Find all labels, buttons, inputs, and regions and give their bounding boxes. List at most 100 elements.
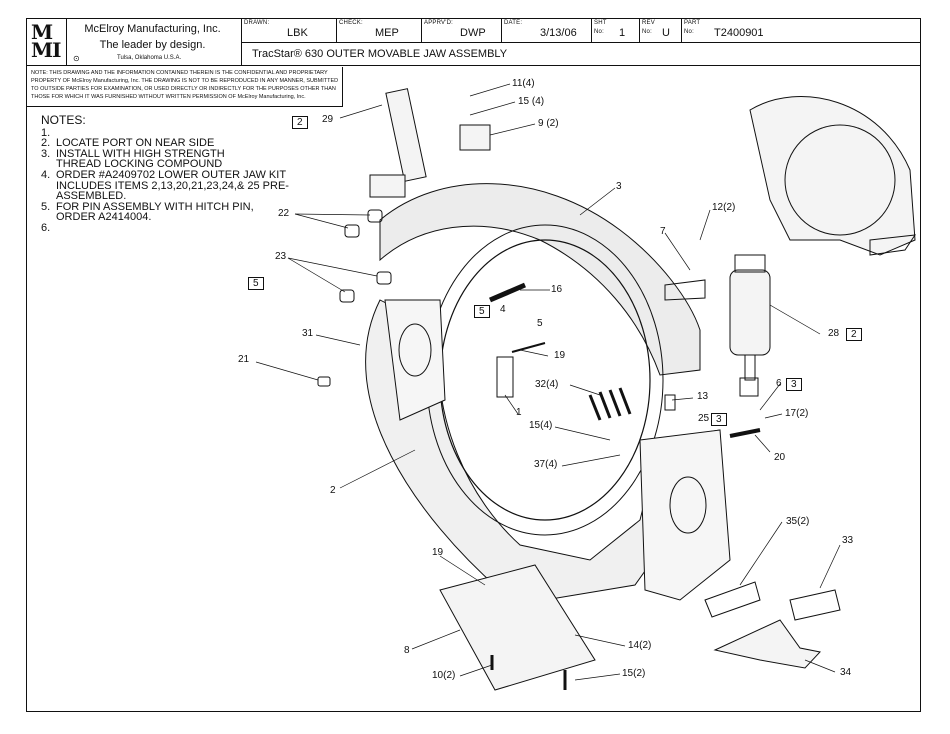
description-cell: TracStar® 630 OUTER MOVABLE JAW ASSEMBLY xyxy=(242,43,920,66)
callout-19b: 19 xyxy=(432,547,444,558)
date-label: DATE: xyxy=(504,20,523,26)
callout-20: 20 xyxy=(774,452,786,463)
pad-33 xyxy=(789,589,841,621)
note-number: 5. xyxy=(41,200,51,213)
callout-15c: 15(2) xyxy=(622,668,646,679)
check-label: CHECK: xyxy=(339,20,363,26)
rev-value: U xyxy=(662,27,670,39)
callout-7: 7 xyxy=(660,226,666,237)
note-item: 6. xyxy=(41,223,301,234)
part-no-label: No: xyxy=(684,29,694,35)
callout-22: 22 xyxy=(278,208,290,219)
callout-3: 3 xyxy=(616,181,622,192)
note-number: 2. xyxy=(41,137,51,150)
rev-cell: REV No: U xyxy=(640,19,682,43)
note-item: 4. ORDER #A2409702 LOWER OUTER JAW KIT IN… xyxy=(41,170,301,202)
callout-12: 12(2) xyxy=(712,202,736,213)
callout-14: 14(2) xyxy=(628,640,652,651)
callout-28: 28 xyxy=(828,328,840,339)
leader-lines xyxy=(255,83,841,681)
note-number: 4. xyxy=(41,168,51,181)
part-cell: PART No: T2400901 xyxy=(682,19,920,43)
callout-29: 29 xyxy=(322,114,334,125)
part-value: T2400901 xyxy=(714,27,764,39)
flag-5a: 5 xyxy=(248,277,264,290)
callout-15a: 15 (4) xyxy=(518,96,545,107)
registration-icon: ⊙ xyxy=(73,54,80,63)
callout-21: 21 xyxy=(238,354,250,365)
callout-4: 4 xyxy=(500,304,506,315)
callout-35: 35(2) xyxy=(786,516,810,527)
date-value: 3/13/06 xyxy=(540,27,577,39)
note-item: 3. INSTALL WITH HIGH STRENGTH THREAD LOCK… xyxy=(41,147,301,171)
skid-plate xyxy=(439,564,596,691)
company-location: Tulsa, Oklahoma U.S.A. xyxy=(117,55,182,61)
confidential-note: NOTE: THIS DRAWING AND THE INFORMATION C… xyxy=(31,70,339,100)
callout-34: 34 xyxy=(840,667,852,678)
callout-33: 33 xyxy=(842,535,854,546)
callout-31: 31 xyxy=(302,328,314,339)
notes-block: NOTES: 1. 2.LOCATE PORT ON NEAR SIDE 3.I… xyxy=(41,114,301,234)
note-text: INSTALL WITH HIGH STRENGTH THREAD LOCKIN… xyxy=(56,147,225,171)
date-cell: DATE: 3/13/06 xyxy=(502,19,592,43)
callout-25: 25 xyxy=(698,413,710,424)
company-name: McElroy Manufacturing, Inc. xyxy=(84,23,221,35)
note-item: 1. xyxy=(41,126,301,139)
company-slogan: The leader by design. xyxy=(99,39,206,51)
note-number: 1. xyxy=(41,126,51,139)
callout-13: 13 xyxy=(697,391,709,402)
note-item: 5. FOR PIN ASSEMBLY WITH HITCH PIN, ORDER… xyxy=(41,200,301,224)
apprvd-label: APPRV'D: xyxy=(424,20,453,26)
callout-6: 6 xyxy=(776,378,782,389)
company-cell: McElroy Manufacturing, Inc. The leader b… xyxy=(67,19,242,66)
note-number: 3. xyxy=(41,147,51,160)
rev-label: REV xyxy=(642,20,655,26)
callout-1: 1 xyxy=(516,407,522,418)
callout-15b: 15(4) xyxy=(529,420,553,431)
cylinder-top xyxy=(369,88,491,198)
handle xyxy=(713,619,821,669)
note-number: 6. xyxy=(41,221,51,234)
small-parts xyxy=(317,209,761,690)
drawn-cell: DRAWN: LBK xyxy=(242,19,337,43)
rev-no-label: No: xyxy=(642,29,652,35)
callout-11: 11(4) xyxy=(512,78,535,89)
callout-5: 5 xyxy=(537,318,543,329)
callout-19a: 19 xyxy=(554,350,566,361)
callout-23: 23 xyxy=(275,251,287,262)
pad-35 xyxy=(704,581,761,618)
callout-9: 9 (2) xyxy=(538,118,559,129)
apprvd-value: DWP xyxy=(460,27,486,39)
sheet-cell: SHT No: 1 xyxy=(592,19,640,43)
note-item: 2.LOCATE PORT ON NEAR SIDE xyxy=(41,138,301,149)
callout-8: 8 xyxy=(404,645,410,656)
callout-2: 2 xyxy=(330,485,336,496)
callout-10: 10(2) xyxy=(432,670,456,681)
check-cell: CHECK: MEP xyxy=(337,19,422,43)
flag-28: 2 xyxy=(846,328,862,341)
check-value: MEP xyxy=(375,27,399,39)
apprvd-cell: APPRV'D: DWP xyxy=(422,19,502,43)
cylinder-right xyxy=(729,254,771,397)
callout-17: 17(2) xyxy=(785,408,809,419)
flag-29: 2 xyxy=(292,116,308,129)
note-text: ORDER #A2409702 LOWER OUTER JAW KIT INCL… xyxy=(56,168,289,203)
confidential-box xyxy=(27,67,343,107)
callout-16: 16 xyxy=(551,284,563,295)
flag-25: 3 xyxy=(711,413,727,426)
callout-32: 32(4) xyxy=(535,379,559,390)
callout-37: 37(4) xyxy=(534,459,558,470)
jaw-frame xyxy=(365,183,731,601)
drawing-description: TracStar® 630 OUTER MOVABLE JAW ASSEMBLY xyxy=(252,48,508,60)
part-label: PART xyxy=(684,20,701,26)
drawn-value: LBK xyxy=(287,27,308,39)
inset-view xyxy=(749,96,917,256)
sheet-value: 1 xyxy=(619,27,626,39)
note-text: FOR PIN ASSEMBLY WITH HITCH PIN, ORDER A… xyxy=(56,200,254,224)
sheet-label: SHT xyxy=(594,20,607,26)
